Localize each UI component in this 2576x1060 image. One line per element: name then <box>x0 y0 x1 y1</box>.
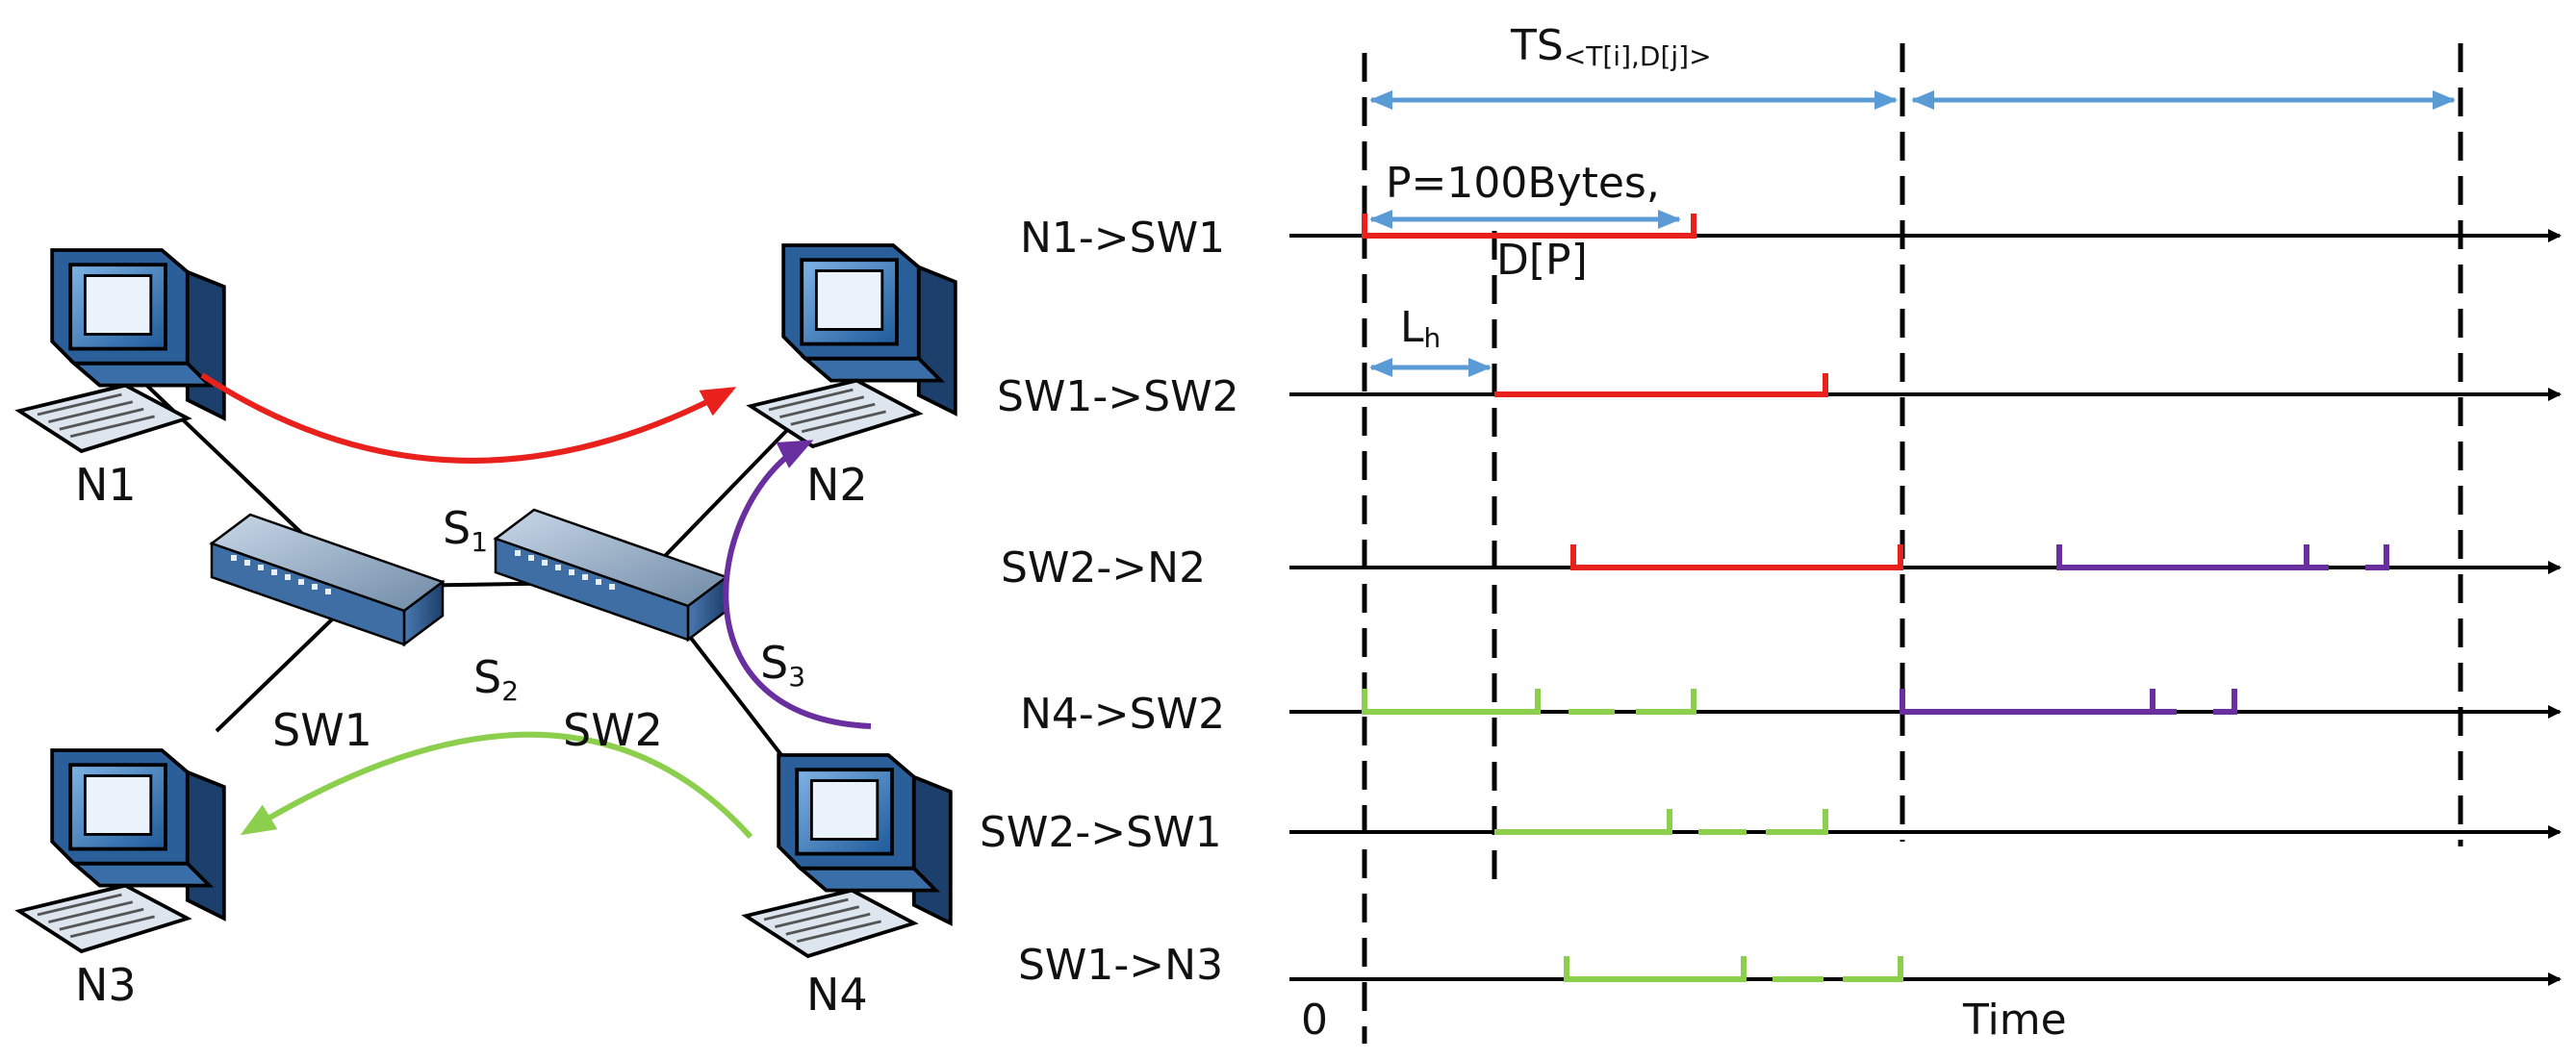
link-labels: N1->SW1 SW1->SW2 SW2->N2 N4->SW2 SW2->SW… <box>980 214 1239 990</box>
tx-purple-n4-sw2-a <box>1900 689 2177 715</box>
tx-green-sw2-sw1-a <box>1494 809 1672 835</box>
tx-green-sw1-n3-a <box>1564 956 1747 982</box>
tx-green-n4-sw2-a <box>1362 689 1541 715</box>
stream-s1-arrow <box>200 372 737 464</box>
computer-n3-icon <box>17 748 226 953</box>
node-n4-label: N4 <box>806 969 868 1021</box>
node-n2-label: N2 <box>806 459 868 511</box>
link-label-sw1-sw2: SW1->SW2 <box>997 372 1239 421</box>
tx-green-sw2-sw1-c <box>1766 809 1828 835</box>
network-topology: N1 N2 N3 N4 SW1 SW2 S1 S2 S3 <box>17 243 957 1021</box>
lh-label: Lh <box>1400 303 1441 354</box>
computer-n2-icon <box>749 243 957 448</box>
transmissions <box>1362 214 2389 982</box>
time-origin-label: 0 <box>1301 996 1328 1045</box>
time-axes <box>1289 229 2562 986</box>
switch-sw1-label: SW1 <box>272 704 372 756</box>
link-label-sw2-sw1: SW2->SW1 <box>980 808 1222 857</box>
link-label-sw1-n3: SW1->N3 <box>1018 941 1223 990</box>
tx-green-sw1-n3-c <box>1843 956 1903 982</box>
link-label-n1-sw1: N1->SW1 <box>1020 214 1225 263</box>
stream-s1-label: S1 <box>443 502 488 558</box>
switch-sw2-label: SW2 <box>563 704 663 756</box>
link-label-n4-sw2: N4->SW2 <box>1020 690 1225 739</box>
packet-size-label: P=100Bytes, <box>1386 159 1660 208</box>
node-n3-label: N3 <box>75 959 137 1011</box>
packet-duration-label: D[P] <box>1496 236 1588 285</box>
computer-n4-icon <box>744 753 953 958</box>
link-label-sw2-n2: SW2->N2 <box>1001 543 1206 593</box>
computer-n1-icon <box>17 248 226 453</box>
tx-red-sw1-sw2 <box>1494 373 1828 397</box>
node-n1-label: N1 <box>75 459 137 511</box>
tx-red-sw2-n2 <box>1570 544 1903 570</box>
stream-s2-arrow <box>240 731 753 840</box>
tx-purple-sw2-n2-a <box>2056 544 2329 570</box>
tx-purple-n4-sw2-b <box>2213 689 2237 715</box>
stream-s3-label: S3 <box>760 637 805 693</box>
ts-label: TS<T[i],D[j]> <box>1510 21 1712 72</box>
tx-purple-sw2-n2-b <box>2365 544 2389 570</box>
timeline: TS<T[i],D[j]> N1->SW1 SW1->SW2 SW2->N2 N… <box>980 21 2562 1045</box>
stream-s3-arrow <box>723 440 872 729</box>
time-axis-label: Time <box>1962 996 2067 1045</box>
tx-green-n4-sw2-c <box>1636 689 1696 715</box>
tx-red-n1-sw1 <box>1362 214 1696 239</box>
stream-s2-label: S2 <box>473 651 519 707</box>
